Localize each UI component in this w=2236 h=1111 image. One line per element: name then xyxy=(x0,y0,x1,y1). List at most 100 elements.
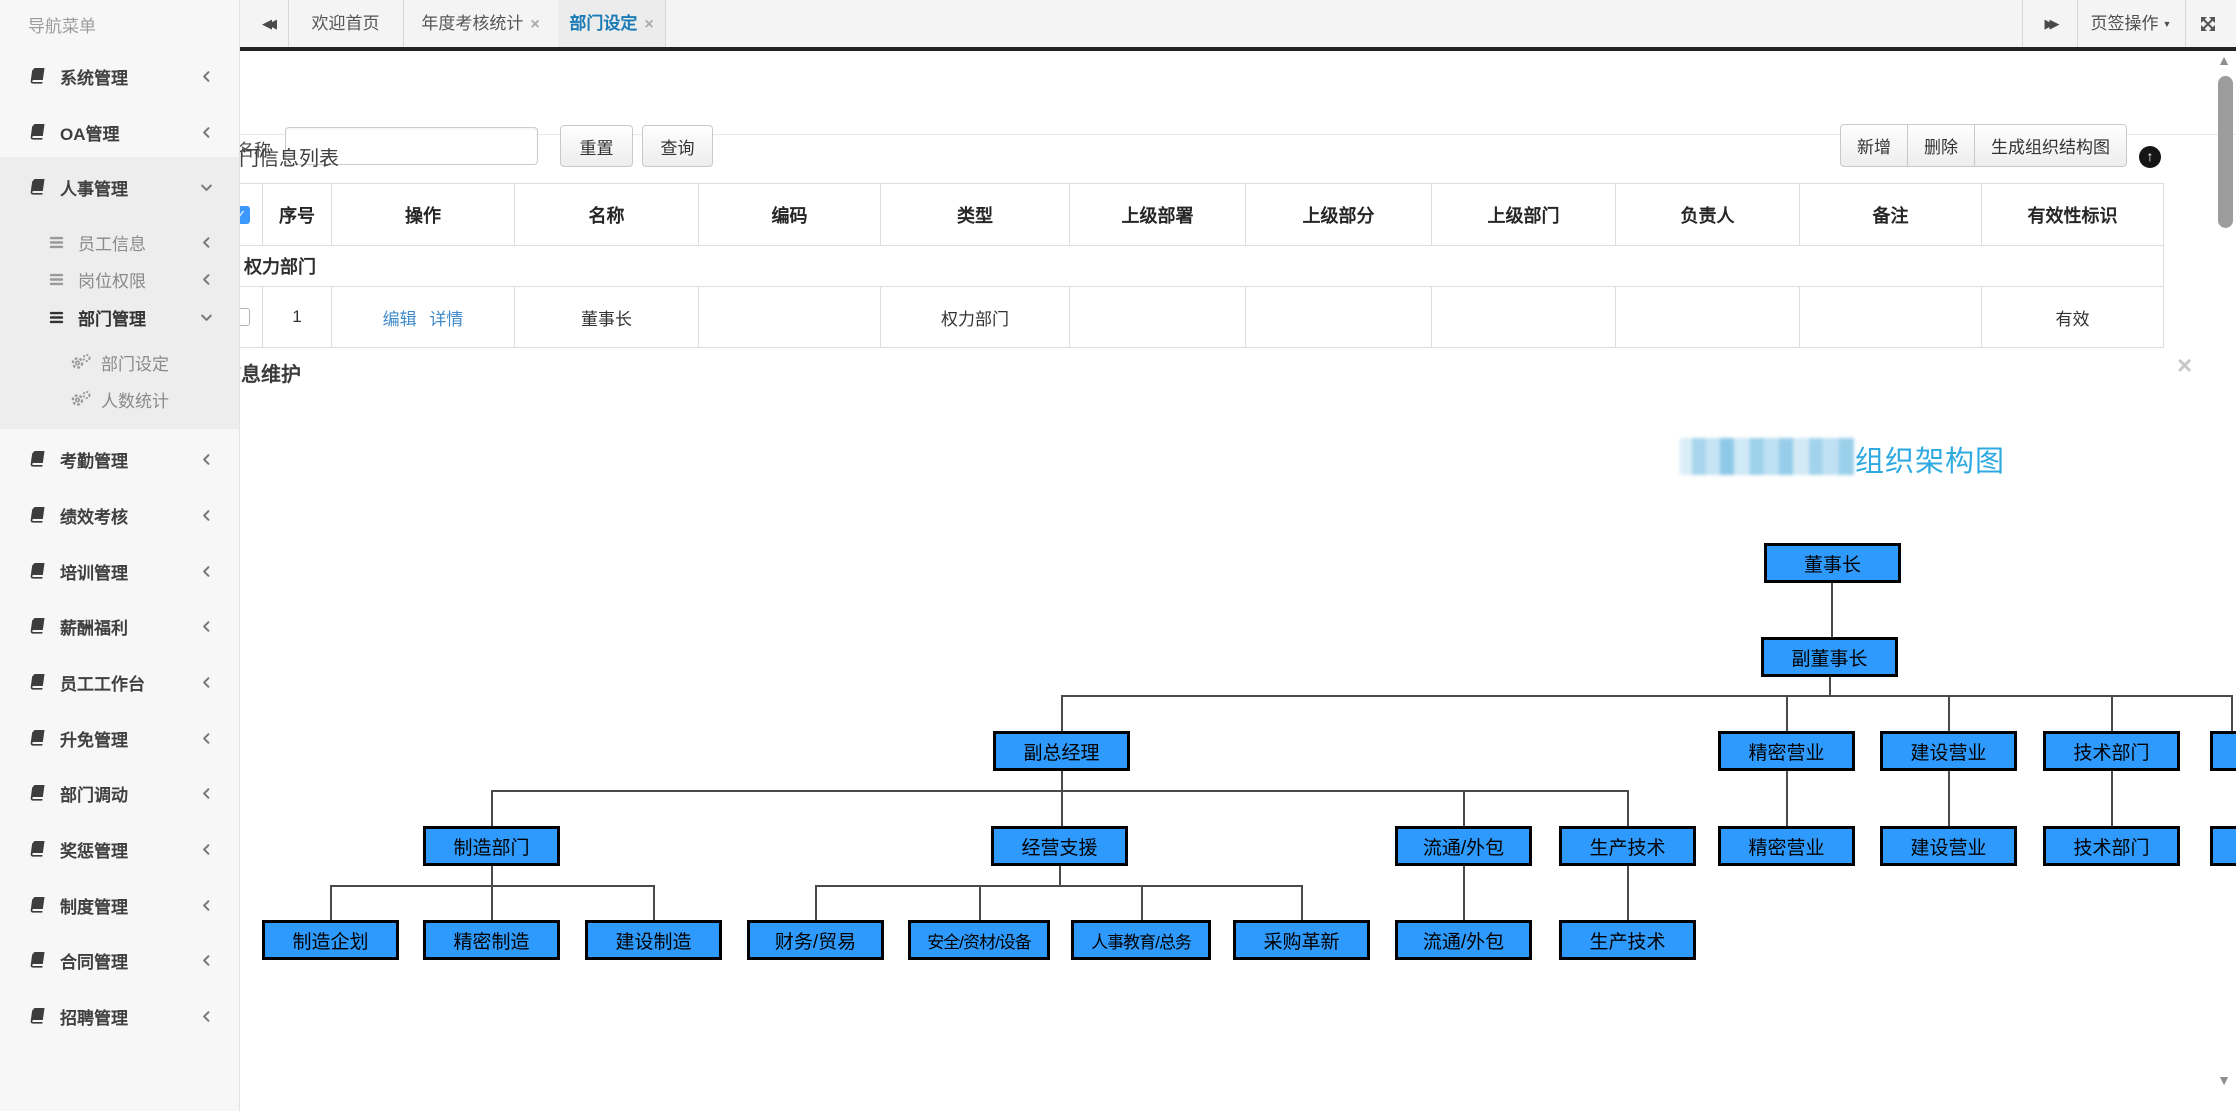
org-node: 建设营业 xyxy=(1880,826,2017,866)
add-button[interactable]: 新增 xyxy=(1840,124,1908,167)
sidebar-item-salary-benefits[interactable]: 薪酬福利 xyxy=(0,608,239,644)
sidebar-item-policy-mgmt[interactable]: 制度管理 xyxy=(0,887,239,923)
org-node: 精密营业 xyxy=(1718,731,1855,771)
org-node: 技术部门 xyxy=(2043,731,2180,771)
chevron-left-icon xyxy=(200,70,213,83)
tab-dept-setting[interactable]: 部门设定× xyxy=(558,0,665,47)
sidebar-item-promotion-mgmt[interactable]: 升免管理 xyxy=(0,720,239,756)
book-icon xyxy=(27,506,48,524)
row-sup2 xyxy=(1245,286,1432,348)
tabs-scroll-right-icon[interactable]: ▶▶ xyxy=(2044,16,2060,31)
book-icon xyxy=(27,67,48,85)
chevron-left-icon xyxy=(200,126,213,139)
org-node: 经营支援 xyxy=(991,826,1128,866)
table-header-row: ✓ 序号 操作 名称 编码 类型 上级部署 上级部分 上级部门 负责人 备注 有… xyxy=(205,183,2164,246)
org-chart: 组织架构图 xyxy=(205,400,2236,1111)
scrollbar-down-icon[interactable]: ▼ xyxy=(2217,1072,2231,1088)
col-header-sup3: 上级部门 xyxy=(1431,183,1616,246)
col-header-actions: 操作 xyxy=(331,183,515,246)
generate-org-chart-button[interactable]: 生成组织结构图 xyxy=(1974,124,2127,167)
caret-down-icon: ▼ xyxy=(2162,19,2172,29)
tab-annual-stats[interactable]: 年度考核统计× xyxy=(403,0,558,47)
org-node-truncated xyxy=(2210,731,2236,771)
sidebar-item-headcount-stats[interactable]: 人数统计 xyxy=(0,381,239,417)
chevron-left-icon xyxy=(200,620,213,633)
scrollbar-thumb[interactable] xyxy=(2218,76,2233,228)
panel-collapse-icon[interactable]: ↑ xyxy=(2139,146,2161,168)
list-icon xyxy=(48,271,65,288)
chevron-left-icon xyxy=(200,273,213,286)
book-icon xyxy=(27,840,48,858)
col-header-seq: 序号 xyxy=(262,183,332,246)
table-group-row: 权力部门 xyxy=(205,245,2164,287)
sidebar-item-attendance-mgmt[interactable]: 考勤管理 xyxy=(0,441,239,477)
tabs-scroll-left-icon[interactable]: ◀◀ xyxy=(262,16,277,31)
chevron-left-icon xyxy=(200,236,213,249)
row-name: 董事长 xyxy=(514,286,699,348)
sidebar-item-oa-mgmt[interactable]: OA管理 xyxy=(0,114,239,150)
row-remark xyxy=(1799,286,1982,348)
list-icon xyxy=(48,309,65,326)
filter-toolbar: 名称 重置 查询 新增 删除 生成组织结构图 xyxy=(205,51,2236,167)
row-code xyxy=(698,286,881,348)
org-node: 人事教育/总务 xyxy=(1071,920,1211,960)
chevron-left-icon xyxy=(200,453,213,466)
org-node: 副总经理 xyxy=(993,731,1130,771)
panel-close-icon[interactable]: × xyxy=(2177,350,2193,380)
chevron-left-icon xyxy=(200,899,213,912)
org-node: 生产技术 xyxy=(1559,826,1696,866)
tab-separator xyxy=(665,0,666,47)
sidebar-item-label: 系统管理 xyxy=(60,68,128,88)
col-header-code: 编码 xyxy=(698,183,881,246)
reset-button[interactable]: 重置 xyxy=(560,125,633,167)
sidebar-item-system-mgmt[interactable]: 系统管理 xyxy=(0,58,239,94)
org-node: 副董事长 xyxy=(1761,637,1898,677)
sidebar-item-hr-mgmt[interactable]: 人事管理 xyxy=(0,169,239,205)
book-icon xyxy=(27,178,48,196)
sidebar-item-dept-setting[interactable]: 部门设定 xyxy=(0,344,239,380)
sidebar-item-post-permission[interactable]: 岗位权限 xyxy=(0,261,239,297)
table-action-buttons: 新增 删除 生成组织结构图 xyxy=(1840,124,2127,167)
sidebar-item-contract-mgmt[interactable]: 合同管理 xyxy=(0,942,239,978)
sidebar-item-dept-transfer[interactable]: 部门调动 xyxy=(0,775,239,811)
col-header-remark: 备注 xyxy=(1799,183,1982,246)
sidebar-item-recruit-mgmt[interactable]: 招聘管理 xyxy=(0,998,239,1034)
chevron-left-icon xyxy=(200,787,213,800)
org-node: 精密营业 xyxy=(1718,826,1855,866)
table-row[interactable]: 1 编辑 详情 董事长 权力部门 有效 xyxy=(205,286,2164,348)
col-header-valid: 有效性标识 xyxy=(1981,183,2164,246)
sidebar-item-label: 员工工作台 xyxy=(60,674,145,694)
book-icon xyxy=(27,617,48,635)
sidebar-item-reward-punishment[interactable]: 奖惩管理 xyxy=(0,831,239,867)
sidebar-item-training-mgmt[interactable]: 培训管理 xyxy=(0,553,239,589)
sidebar-item-label: 培训管理 xyxy=(60,563,128,583)
scrollbar-up-icon[interactable]: ▲ xyxy=(2217,52,2231,68)
row-owner xyxy=(1615,286,1800,348)
tab-close-icon[interactable]: × xyxy=(644,16,654,33)
org-chart-redacted-company-name xyxy=(1680,438,1854,475)
sidebar-item-employee-workbench[interactable]: 员工工作台 xyxy=(0,664,239,700)
sidebar-item-employee-info[interactable]: 员工信息 xyxy=(0,224,239,260)
delete-button[interactable]: 删除 xyxy=(1907,124,1975,167)
sidebar-item-dept-mgmt[interactable]: 部门管理 xyxy=(0,299,239,335)
org-node: 制造部门 xyxy=(423,826,560,866)
name-search-input[interactable] xyxy=(285,127,538,165)
edit-link[interactable]: 编辑 xyxy=(382,309,417,329)
detail-link[interactable]: 详情 xyxy=(429,309,464,329)
tab-welcome[interactable]: 欢迎首页 xyxy=(288,0,403,47)
tab-separator xyxy=(2022,0,2023,47)
book-icon xyxy=(27,951,48,969)
sidebar-item-label: 奖惩管理 xyxy=(60,841,128,861)
sidebar-item-label: 人事管理 xyxy=(60,179,128,199)
query-button[interactable]: 查询 xyxy=(642,125,713,167)
fullscreen-icon[interactable] xyxy=(2199,15,2217,33)
tab-close-icon[interactable]: × xyxy=(530,16,540,33)
tab-operations-dropdown[interactable]: 页签操作▼ xyxy=(2077,0,2185,47)
sidebar-item-performance-review[interactable]: 绩效考核 xyxy=(0,497,239,533)
sidebar-item-label: 员工信息 xyxy=(78,234,146,254)
org-node: 董事长 xyxy=(1764,543,1901,583)
tab-bar: ◀◀ 欢迎首页 年度考核统计× 部门设定× ▶▶ 页签操作▼ xyxy=(205,0,2236,51)
sidebar-item-label: OA管理 xyxy=(60,124,120,144)
book-icon xyxy=(27,1007,48,1025)
dept-list-panel-title: 部门信息列表 xyxy=(219,148,339,170)
